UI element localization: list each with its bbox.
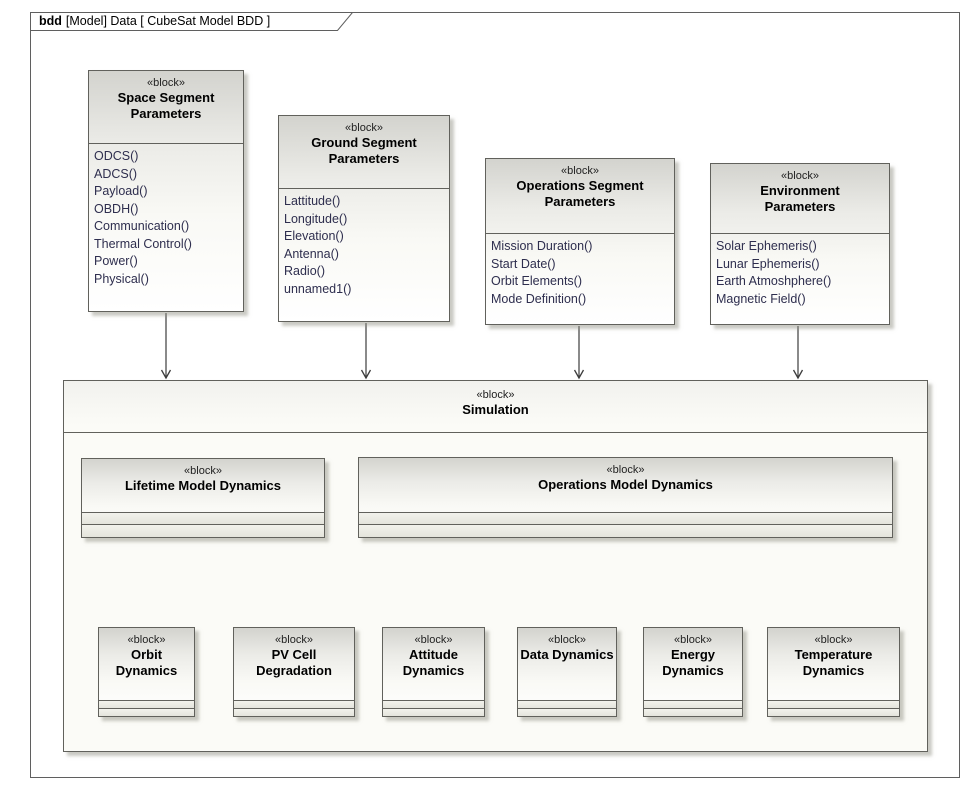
diagram-frame (30, 12, 960, 778)
block-space-segment-parameters[interactable]: «block» Space Segment Parameters ODCS() … (88, 70, 244, 312)
operation-item: Antenna() (284, 246, 339, 261)
operation-item: Communication() (94, 219, 190, 233)
stereotype-label: «block» (814, 634, 853, 646)
block-name: Lifetime Model Dynamics (124, 478, 282, 493)
block-header: «block» Attitude Dynamics (383, 628, 484, 701)
empty-compartment (99, 708, 194, 716)
block-header: «block» Lifetime Model Dynamics (82, 459, 324, 513)
block-name: Temperature Dynamics (794, 647, 873, 678)
block-environment-parameters[interactable]: «block» Environment Parameters Solar Eph… (710, 163, 890, 325)
empty-compartment (644, 708, 742, 716)
stereotype-label: «block» (127, 634, 166, 646)
block-header: «block» Ground Segment Parameters (279, 116, 449, 189)
block-name: Simulation (462, 402, 529, 417)
operation-item: ADCS() (94, 166, 138, 181)
operation-item: Start Date() (491, 256, 556, 271)
block-header: «block» PV Cell Degradation (234, 628, 354, 701)
operation-item: Earth Atmoshphere() (716, 274, 832, 288)
empty-compartment (518, 708, 616, 716)
operations-compartment: Lattitude() Longitude() Elevation() Ante… (279, 189, 449, 321)
block-lifetime-model-dynamics[interactable]: «block» Lifetime Model Dynamics (81, 458, 325, 538)
block-header: «block» Environment Parameters (711, 164, 889, 234)
operations-compartment: ODCS() ADCS() Payload() OBDH() Communica… (89, 144, 243, 311)
block-name: PV Cell Degradation (256, 647, 332, 678)
stereotype-label: «block» (345, 122, 383, 134)
block-header: «block» Operations Model Dynamics (359, 458, 892, 513)
empty-compartment (234, 708, 354, 716)
operation-item: Thermal Control() (94, 236, 192, 251)
block-pv-cell-degradation[interactable]: «block» PV Cell Degradation (233, 627, 355, 717)
empty-compartment (383, 701, 484, 708)
empty-compartment (383, 708, 484, 716)
empty-compartment (518, 701, 616, 708)
operation-item: Elevation() (284, 229, 344, 243)
block-header: «block» Temperature Dynamics (768, 628, 899, 701)
operations-compartment: Mission Duration() Start Date() Orbit El… (486, 234, 674, 324)
stereotype-label: «block» (606, 464, 645, 476)
empty-compartment (644, 701, 742, 708)
block-header: «block» Orbit Dynamics (99, 628, 194, 701)
stereotype-label: «block» (476, 389, 515, 401)
operation-item: Power() (94, 254, 138, 268)
block-name: Space Segment Parameters (117, 90, 215, 121)
empty-compartment (234, 701, 354, 708)
diagram-kind-keyword: bdd (39, 14, 62, 28)
stereotype-label: «block» (674, 634, 712, 646)
block-header: «block» Data Dynamics (518, 628, 616, 701)
operation-item: Longitude() (284, 211, 348, 226)
block-operations-segment-parameters[interactable]: «block» Operations Segment Parameters Mi… (485, 158, 675, 325)
block-header: «block» Energy Dynamics (644, 628, 742, 701)
empty-compartment (768, 701, 899, 708)
diagram-title-text: [Model] Data [ CubeSat Model BDD ] (65, 14, 271, 28)
block-name: Operations Model Dynamics (538, 477, 713, 492)
stereotype-label: «block» (561, 165, 599, 177)
stereotype-label: «block» (184, 465, 222, 477)
block-operations-model-dynamics[interactable]: «block» Operations Model Dynamics (358, 457, 893, 538)
block-energy-dynamics[interactable]: «block» Energy Dynamics (643, 627, 743, 717)
operation-item: Payload() (94, 184, 148, 198)
operation-item: Mode Definition() (491, 291, 587, 306)
operation-item: Orbit Elements() (491, 274, 582, 288)
operations-compartment: Solar Ephemeris() Lunar Ephemeris() Eart… (711, 234, 889, 324)
empty-compartment (82, 513, 324, 524)
empty-compartment (359, 513, 892, 524)
operation-item: Physical() (94, 271, 149, 286)
operation-item: unnamed1() (284, 281, 352, 296)
block-name: Attitude Dynamics (402, 647, 465, 678)
operation-item: OBDH() (94, 201, 139, 216)
empty-compartment (82, 524, 324, 537)
stereotype-label: «block» (275, 634, 313, 646)
block-header: «block» Operations Segment Parameters (486, 159, 674, 234)
diagram-title: bdd[Model] Data [ CubeSat Model BDD ] (39, 14, 270, 28)
stereotype-label: «block» (147, 77, 185, 89)
empty-compartment (768, 708, 899, 716)
operation-item: Mission Duration() (491, 239, 593, 253)
operation-item: ODCS() (94, 149, 139, 163)
operation-item: Lattitude() (284, 194, 341, 208)
operation-item: Radio() (284, 264, 325, 278)
empty-compartment (99, 701, 194, 708)
block-name: Ground Segment Parameters (311, 135, 417, 166)
stereotype-label: «block» (548, 634, 586, 646)
operation-item: Lunar Ephemeris() (716, 256, 820, 271)
block-name: Orbit Dynamics (115, 647, 178, 678)
stereotype-label: «block» (414, 634, 453, 646)
empty-compartment (359, 524, 892, 537)
block-name: Data Dynamics (520, 647, 614, 662)
block-data-dynamics[interactable]: «block» Data Dynamics (517, 627, 617, 717)
block-attitude-dynamics[interactable]: «block» Attitude Dynamics (382, 627, 485, 717)
operation-item: Magnetic Field() (716, 291, 806, 306)
block-name: Environment Parameters (760, 183, 840, 214)
block-orbit-dynamics[interactable]: «block» Orbit Dynamics (98, 627, 195, 717)
stereotype-label: «block» (781, 170, 819, 182)
block-name: Energy Dynamics (662, 647, 724, 678)
diagram-name-tab (30, 12, 354, 31)
block-temperature-dynamics[interactable]: «block» Temperature Dynamics (767, 627, 900, 717)
block-header: «block» Space Segment Parameters (89, 71, 243, 144)
block-ground-segment-parameters[interactable]: «block» Ground Segment Parameters Lattit… (278, 115, 450, 322)
block-name: Operations Segment Parameters (516, 178, 644, 209)
operation-item: Solar Ephemeris() (716, 239, 817, 253)
block-header: «block» Simulation (64, 381, 927, 433)
